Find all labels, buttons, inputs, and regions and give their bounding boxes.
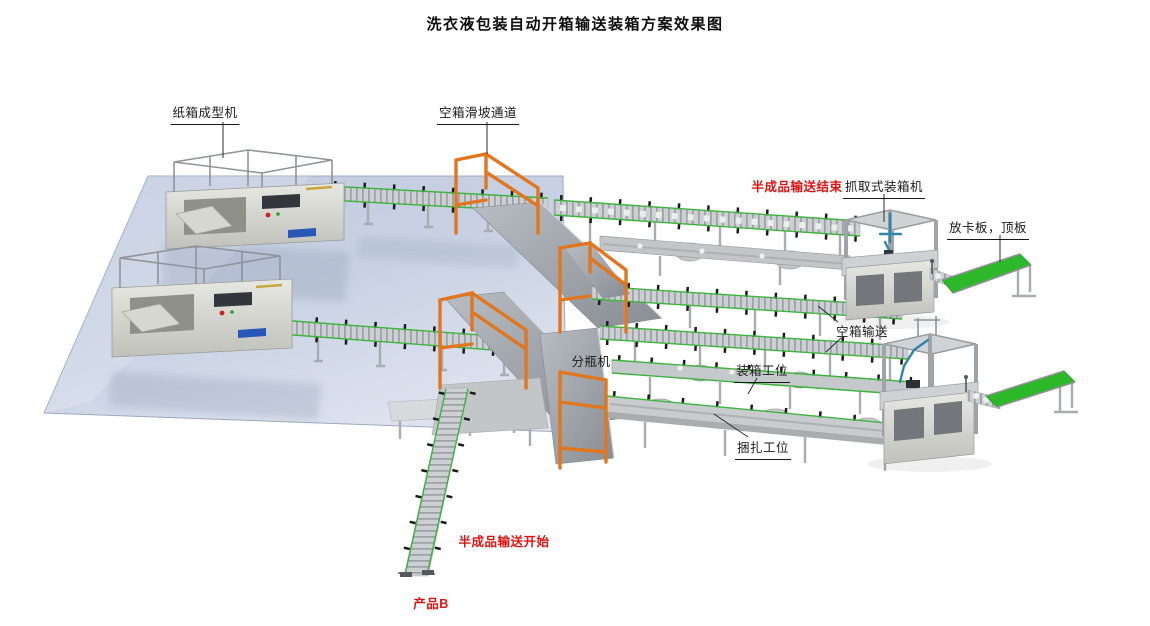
start-button <box>265 212 271 218</box>
diagram-title: 洗衣液包装自动开箱输送装箱方案效果图 <box>426 16 724 33</box>
label-place-pallet-top-board: 放卡板，顶板 <box>946 217 1030 240</box>
grab-packer-2 <box>868 316 992 472</box>
brand-badge <box>238 328 266 338</box>
semi-finished-conveyor <box>553 195 861 259</box>
product-b-conveyor <box>398 387 476 577</box>
empty-box-slide-4 <box>558 370 608 470</box>
empty-box-slide-3 <box>438 290 528 390</box>
label-product-b: 产品B <box>413 597 449 611</box>
label-empty-box-slide-channel: 空箱滑坡通道 <box>436 102 520 125</box>
pallet-belt-1 <box>929 253 1036 298</box>
grab-packer-1 <box>834 209 950 329</box>
empty-box-slide-1 <box>454 151 540 235</box>
pallet-belt-2 <box>964 370 1078 414</box>
strapping-conveyor <box>606 391 919 471</box>
floor-reflections <box>108 236 520 420</box>
packing-station-conveyor <box>611 355 913 414</box>
label-case-packing-station: 装箱工位 <box>733 360 791 383</box>
packer-infeed-platform <box>599 235 851 285</box>
label-grab-type-case-packer: 抓取式装箱机 <box>842 176 926 199</box>
label-strapping-station: 捆扎工位 <box>734 437 792 460</box>
carton-former-2 <box>111 245 293 358</box>
label-semi-finished-conveying-start: 半成品输送开始 <box>458 535 550 549</box>
transfer-ramp-c <box>539 327 615 465</box>
carton-former-1 <box>165 149 345 250</box>
label-carton-forming-machine: 纸箱成型机 <box>170 102 240 125</box>
label-semi-finished-conveying-end: 半成品输送结束 <box>751 180 843 194</box>
empty-box-slide-2 <box>558 240 630 334</box>
label-empty-box-conveying: 空箱输送 <box>835 325 889 339</box>
brand-badge <box>288 228 316 238</box>
empty-box-conveyor-2 <box>599 321 909 380</box>
label-bottle-divider-machine: 分瓶机 <box>571 355 611 369</box>
